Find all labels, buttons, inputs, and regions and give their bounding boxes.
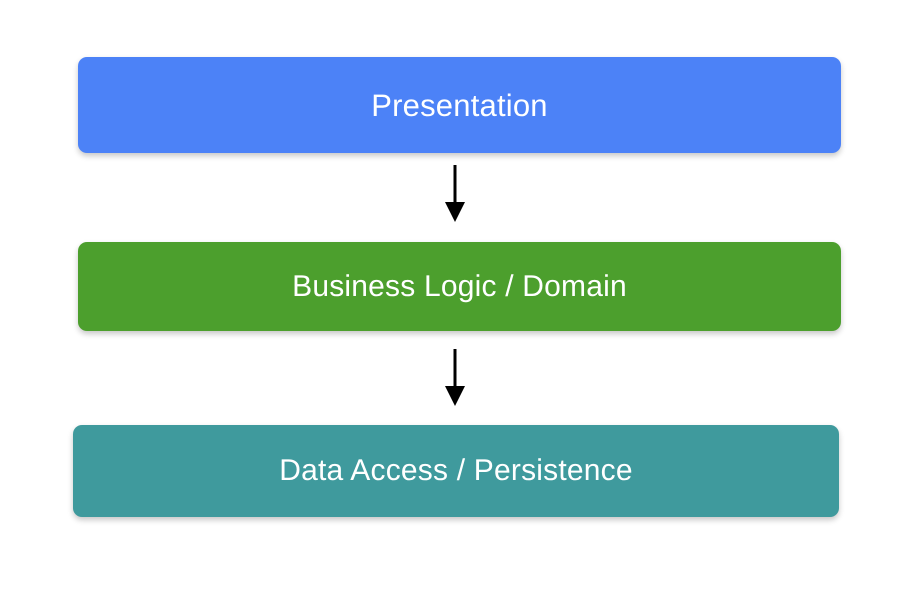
layer-label-data: Data Access / Persistence (279, 454, 633, 487)
layer-box-data[interactable]: Data Access / Persistence (73, 425, 839, 517)
layer-box-business[interactable]: Business Logic / Domain (78, 242, 841, 331)
layer-box-presentation[interactable]: Presentation (78, 57, 841, 153)
layer-label-business: Business Logic / Domain (292, 269, 627, 303)
layer-label-presentation: Presentation (371, 87, 548, 123)
arrow-down-icon-presentation-to-business (430, 163, 480, 223)
arrow-down-icon-business-to-data (430, 347, 480, 407)
